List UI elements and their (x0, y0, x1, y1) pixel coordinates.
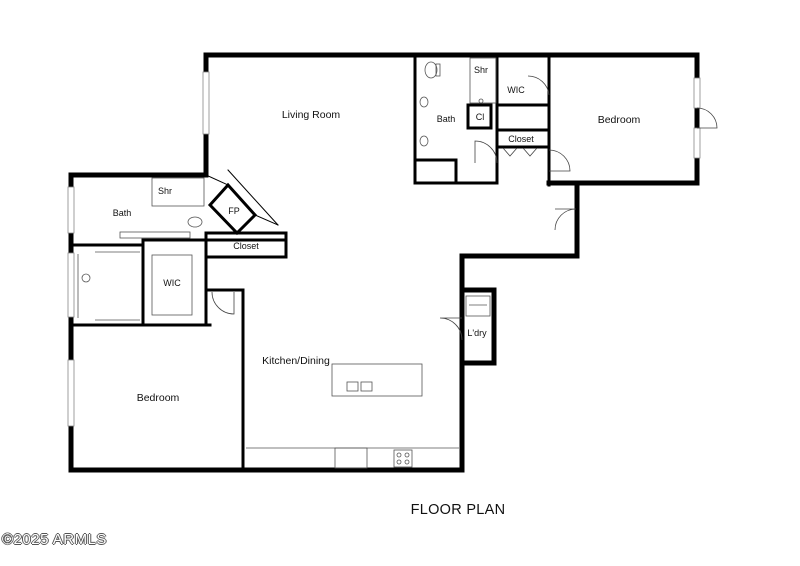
closet-right-label: Closet (508, 134, 534, 144)
fixtures (77, 57, 497, 469)
shower-center-label: Shr (474, 65, 488, 75)
laundry-label: L'dry (467, 328, 487, 338)
fireplace-label: FP (228, 206, 240, 216)
bath-left-label: Bath (113, 208, 132, 218)
wic-right-label: WIC (507, 85, 525, 95)
doors (211, 75, 718, 341)
kitchen-dining-label: Kitchen/Dining (262, 355, 330, 367)
bedroom-right-label: Bedroom (598, 114, 641, 126)
copyright-watermark: ©2025 ARMLS (2, 531, 107, 548)
closet-small-label: Cl (476, 112, 485, 122)
shower-left-label: Shr (158, 186, 172, 196)
wic-left-label: WIC (163, 278, 181, 288)
closet-left-label: Closet (233, 241, 259, 251)
interior-walls (69, 55, 579, 472)
room-labels: Living Room Bath Shr Cl WIC Closet Bedro… (113, 65, 641, 404)
living-room-label: Living Room (282, 109, 341, 121)
bath-center-label: Bath (437, 114, 456, 124)
bedroom-left-label: Bedroom (137, 392, 180, 404)
floor-plan-title: FLOOR PLAN (410, 502, 506, 518)
